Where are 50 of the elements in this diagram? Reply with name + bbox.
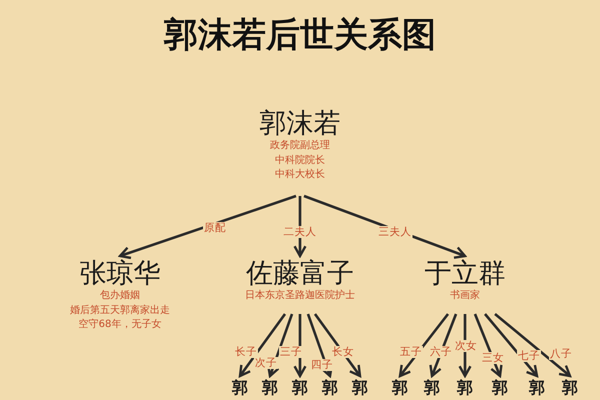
edge-label: 八子 [549, 348, 573, 360]
child-name: 郭 [392, 378, 408, 398]
person-name: 佐藤富子 [246, 258, 354, 290]
edge-label: 三子 [279, 346, 303, 358]
edge-label: 四子 [310, 359, 334, 371]
arrow [494, 313, 572, 378]
arrow [118, 194, 296, 260]
edge-label: 长女 [331, 346, 355, 358]
edge-label: 七子 [517, 350, 541, 362]
child-name: 郭 [562, 378, 578, 398]
child-name: 郭 [262, 378, 278, 398]
person-name: 于立群 [424, 258, 506, 290]
person-name: 郭沫若 [260, 108, 340, 140]
arrow [266, 314, 294, 378]
child-name: 郭 [322, 378, 338, 398]
child-name: 郭 [492, 378, 508, 398]
edge-label: 原配 [203, 222, 227, 234]
person-note: 书画家 [450, 289, 480, 304]
edge-label: 长子 [234, 346, 258, 358]
edge-label: 五子 [399, 346, 423, 358]
edge-label: 三夫人 [378, 226, 412, 238]
person-name: 张琼华 [80, 258, 160, 290]
edge-label: 六子 [429, 346, 453, 358]
arrow [458, 314, 472, 378]
edge-label: 次子 [254, 357, 278, 369]
person-note: 中科大校长 [275, 168, 325, 182]
arrow [314, 313, 362, 378]
child-name: 郭 [352, 378, 368, 398]
child-name: 郭 [232, 378, 248, 398]
child-name: 郭 [292, 378, 308, 398]
edge-label: 次女 [454, 340, 478, 352]
arrow [484, 313, 538, 378]
arrow [429, 314, 458, 378]
person-note: 包办婚姻 [100, 289, 140, 304]
person-note: 政务院副总理 [270, 139, 330, 154]
child-name: 郭 [424, 378, 440, 398]
edge-label: 三女 [481, 352, 505, 364]
child-name: 郭 [529, 378, 545, 398]
arrow [238, 313, 286, 378]
title: 郭沫若后世关系图 [162, 14, 437, 57]
person-note: 中科院院长 [275, 154, 325, 168]
arrow [293, 314, 307, 378]
edge-label: 二夫人 [282, 226, 318, 238]
person-note: 日本东京圣路迦医院护士 [245, 289, 355, 304]
arrow [306, 314, 334, 378]
arrow [398, 313, 450, 378]
child-name: 郭 [457, 378, 473, 398]
person-note: 婚后第五天郭离家出走 [70, 304, 170, 318]
arrow [474, 314, 503, 378]
person-note: 空守68年，无子女 [78, 318, 162, 332]
